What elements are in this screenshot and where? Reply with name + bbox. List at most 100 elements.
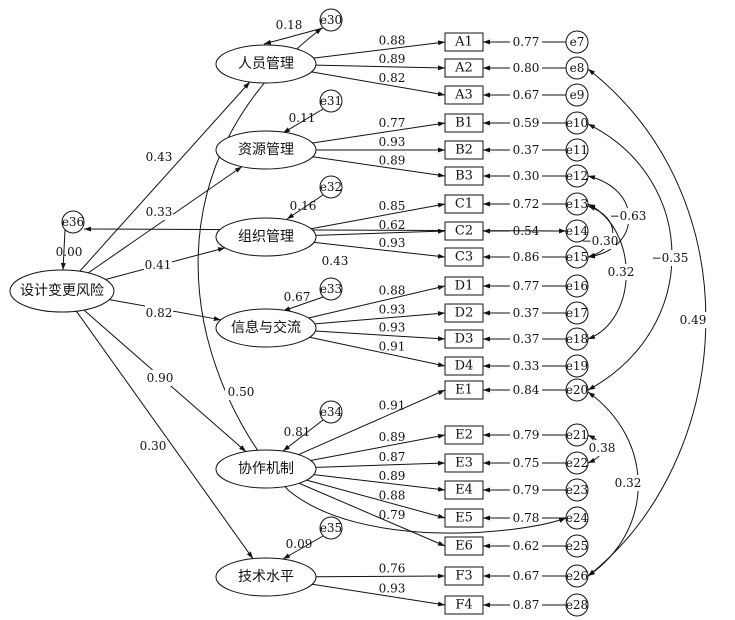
indicator-label: E2 bbox=[455, 428, 473, 443]
disturbance-label: e32 bbox=[320, 180, 342, 194]
disturbance-path bbox=[263, 27, 324, 45]
indicator-box bbox=[444, 276, 484, 296]
error-label: e26 bbox=[566, 569, 588, 583]
correlation-path bbox=[587, 68, 707, 577]
error-label: e20 bbox=[566, 383, 588, 397]
indicator-label: D1 bbox=[455, 279, 474, 294]
indicator-label: D4 bbox=[455, 359, 474, 374]
correlation-path bbox=[83, 226, 567, 234]
error-circle bbox=[565, 327, 589, 351]
loading-value: 0.82 bbox=[379, 71, 406, 85]
loading-value: 0.91 bbox=[379, 340, 406, 354]
disturbance-label: e31 bbox=[320, 94, 342, 108]
error-circle bbox=[565, 301, 589, 325]
error-variance: 0.86 bbox=[513, 250, 540, 264]
correlation-value: 0.49 bbox=[680, 313, 707, 327]
loading-value: 0.77 bbox=[379, 116, 406, 130]
error-circle bbox=[565, 378, 589, 402]
indicator-box bbox=[444, 194, 484, 214]
error-variance: 0.67 bbox=[513, 569, 540, 583]
correlation-value: −0.30 bbox=[582, 234, 619, 248]
indicator-label: E4 bbox=[455, 483, 473, 498]
error-circle bbox=[565, 593, 589, 617]
error-variance: 0.79 bbox=[513, 483, 540, 497]
loading-value: 0.85 bbox=[379, 199, 406, 213]
disturbance-variance: 0.11 bbox=[289, 111, 316, 125]
correlation-value: −0.63 bbox=[610, 209, 647, 223]
path-coefficient: 0.90 bbox=[147, 371, 174, 385]
disturbance-circle bbox=[319, 516, 343, 540]
loading-value: 0.93 bbox=[379, 135, 406, 149]
indicator-label: C3 bbox=[455, 250, 473, 265]
error-variance: 0.67 bbox=[513, 88, 540, 102]
error-circle bbox=[565, 354, 589, 378]
error-circle bbox=[565, 451, 589, 475]
error-label: e13 bbox=[566, 197, 588, 211]
loading-value: 0.89 bbox=[379, 153, 406, 167]
error-circle bbox=[565, 564, 589, 588]
indicator-box bbox=[444, 140, 484, 160]
error-label: e18 bbox=[566, 332, 588, 346]
error-variance: 0.72 bbox=[513, 197, 540, 211]
indicator-label: E3 bbox=[455, 456, 473, 471]
indicator-label: F3 bbox=[455, 569, 472, 584]
error-variance: 0.75 bbox=[513, 456, 540, 470]
error-variance: 0.78 bbox=[513, 511, 540, 525]
error-variance: 0.37 bbox=[513, 306, 540, 320]
path-coefficient: 0.82 bbox=[146, 306, 173, 320]
indicator-box bbox=[444, 566, 484, 586]
loading-value: 0.93 bbox=[379, 321, 406, 335]
loading-value: 0.76 bbox=[379, 561, 406, 575]
indicator-box bbox=[444, 58, 484, 78]
latent-label: 人员管理 bbox=[238, 56, 294, 72]
indicator-box bbox=[444, 536, 484, 556]
disturbance-variance: 0.67 bbox=[284, 290, 311, 304]
structural-path bbox=[75, 310, 254, 559]
indicator-label: F4 bbox=[455, 598, 472, 613]
latent-l4 bbox=[215, 308, 317, 348]
error-label: e15 bbox=[566, 250, 588, 264]
error-circle bbox=[565, 111, 589, 135]
latent-label: 协作机制 bbox=[238, 461, 294, 477]
latent-l2 bbox=[215, 130, 317, 170]
latent-l1 bbox=[215, 44, 317, 84]
correlation-value: 0.43 bbox=[322, 254, 349, 268]
loading-value: 0.91 bbox=[379, 398, 406, 412]
error-circle bbox=[565, 423, 589, 447]
error-circle bbox=[565, 506, 589, 530]
error-label: e24 bbox=[566, 511, 589, 525]
error-variance: 0.62 bbox=[513, 539, 540, 553]
correlation-value: −0.35 bbox=[652, 251, 689, 265]
disturbance-label: e33 bbox=[320, 282, 342, 296]
error-circle bbox=[565, 219, 589, 243]
latent-label: 信息与交流 bbox=[231, 319, 301, 336]
latent-label: 技术水平 bbox=[238, 569, 294, 585]
indicator-label: B1 bbox=[455, 116, 473, 131]
latent-risk bbox=[9, 269, 115, 313]
indicator-label: E1 bbox=[455, 383, 473, 398]
path-coefficient: 0.41 bbox=[145, 258, 172, 272]
error-label: e16 bbox=[566, 279, 588, 293]
indicator-box bbox=[444, 453, 484, 473]
latent-label: 设计变更风险 bbox=[20, 283, 104, 299]
path-coefficient: 0.33 bbox=[146, 205, 173, 219]
loading-value: 0.88 bbox=[379, 34, 406, 48]
indicator-box bbox=[444, 32, 484, 52]
error-label: e23 bbox=[566, 483, 588, 497]
loading-path bbox=[309, 336, 446, 367]
disturbance-circle bbox=[319, 277, 343, 301]
error-label: e12 bbox=[566, 169, 588, 183]
loading-value: 0.93 bbox=[379, 582, 406, 596]
loading-value: 0.88 bbox=[379, 283, 406, 297]
indicator-label: A2 bbox=[454, 61, 473, 76]
indicator-box bbox=[444, 303, 484, 323]
error-label: e17 bbox=[566, 306, 588, 320]
latent-label: 组织管理 bbox=[238, 229, 294, 245]
indicator-label: A1 bbox=[454, 35, 473, 50]
error-label: e21 bbox=[566, 428, 588, 442]
correlation-value: 0.38 bbox=[589, 441, 616, 455]
indicator-label: D2 bbox=[455, 306, 474, 321]
loading-value: 0.89 bbox=[379, 430, 406, 444]
disturbance-label: e30 bbox=[320, 13, 342, 27]
indicator-label: C1 bbox=[455, 197, 473, 212]
